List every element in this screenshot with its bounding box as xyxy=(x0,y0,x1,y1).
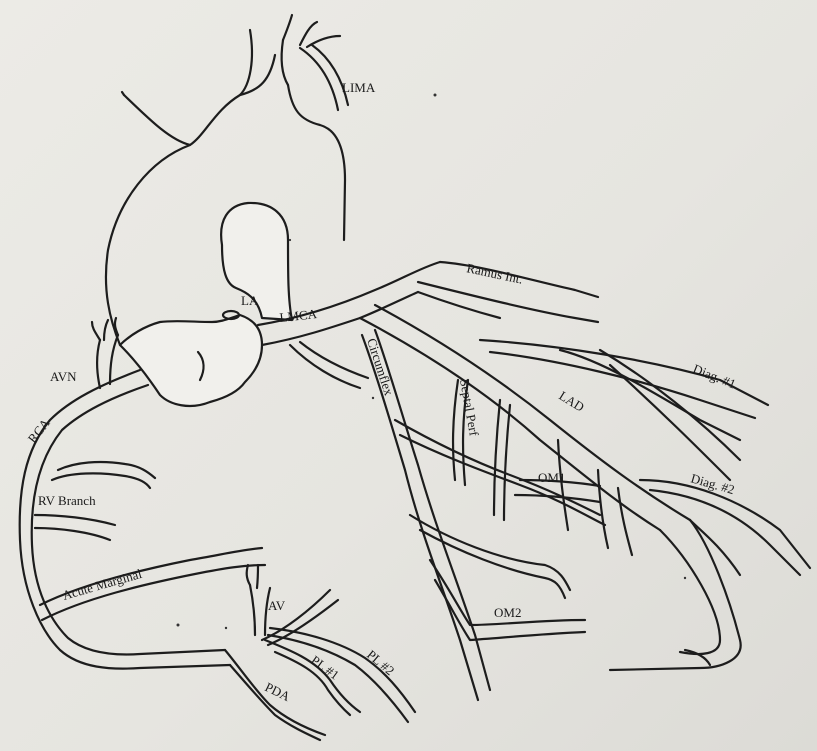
label-la: LA xyxy=(241,293,259,308)
label-avn: AVN xyxy=(50,369,77,384)
lima-vessel xyxy=(300,36,348,110)
label-septal: Septal Perf xyxy=(457,378,482,438)
label-ramus: Ramus Int. xyxy=(465,260,524,287)
label-lmca: LMCA xyxy=(279,306,319,325)
label-pl1: PL #1 xyxy=(308,652,342,682)
aorta xyxy=(106,15,345,345)
label-rv-branch: RV Branch xyxy=(38,493,96,508)
circumflex-root xyxy=(290,345,360,388)
septal-perf-vessel xyxy=(453,380,632,555)
label-av: AV xyxy=(268,598,286,613)
pl-vessels xyxy=(265,628,415,722)
label-circumflex: Circumflex xyxy=(364,336,397,397)
av-vessel xyxy=(247,565,338,645)
label-diag1: Diag. #1 xyxy=(691,361,738,392)
label-lad: LAD xyxy=(556,388,587,415)
om2-vessel xyxy=(410,515,585,640)
diag1-vessel xyxy=(480,340,768,480)
lad-vessel xyxy=(360,305,741,670)
circumflex-root-2 xyxy=(300,342,368,378)
left-atrium xyxy=(120,315,262,406)
label-lima: LIMA xyxy=(342,80,376,95)
circumflex-vessel xyxy=(362,330,605,700)
label-om1: OM1 xyxy=(538,470,565,485)
label-pl2: PL #2 xyxy=(364,647,397,678)
label-om2: OM2 xyxy=(494,605,521,620)
